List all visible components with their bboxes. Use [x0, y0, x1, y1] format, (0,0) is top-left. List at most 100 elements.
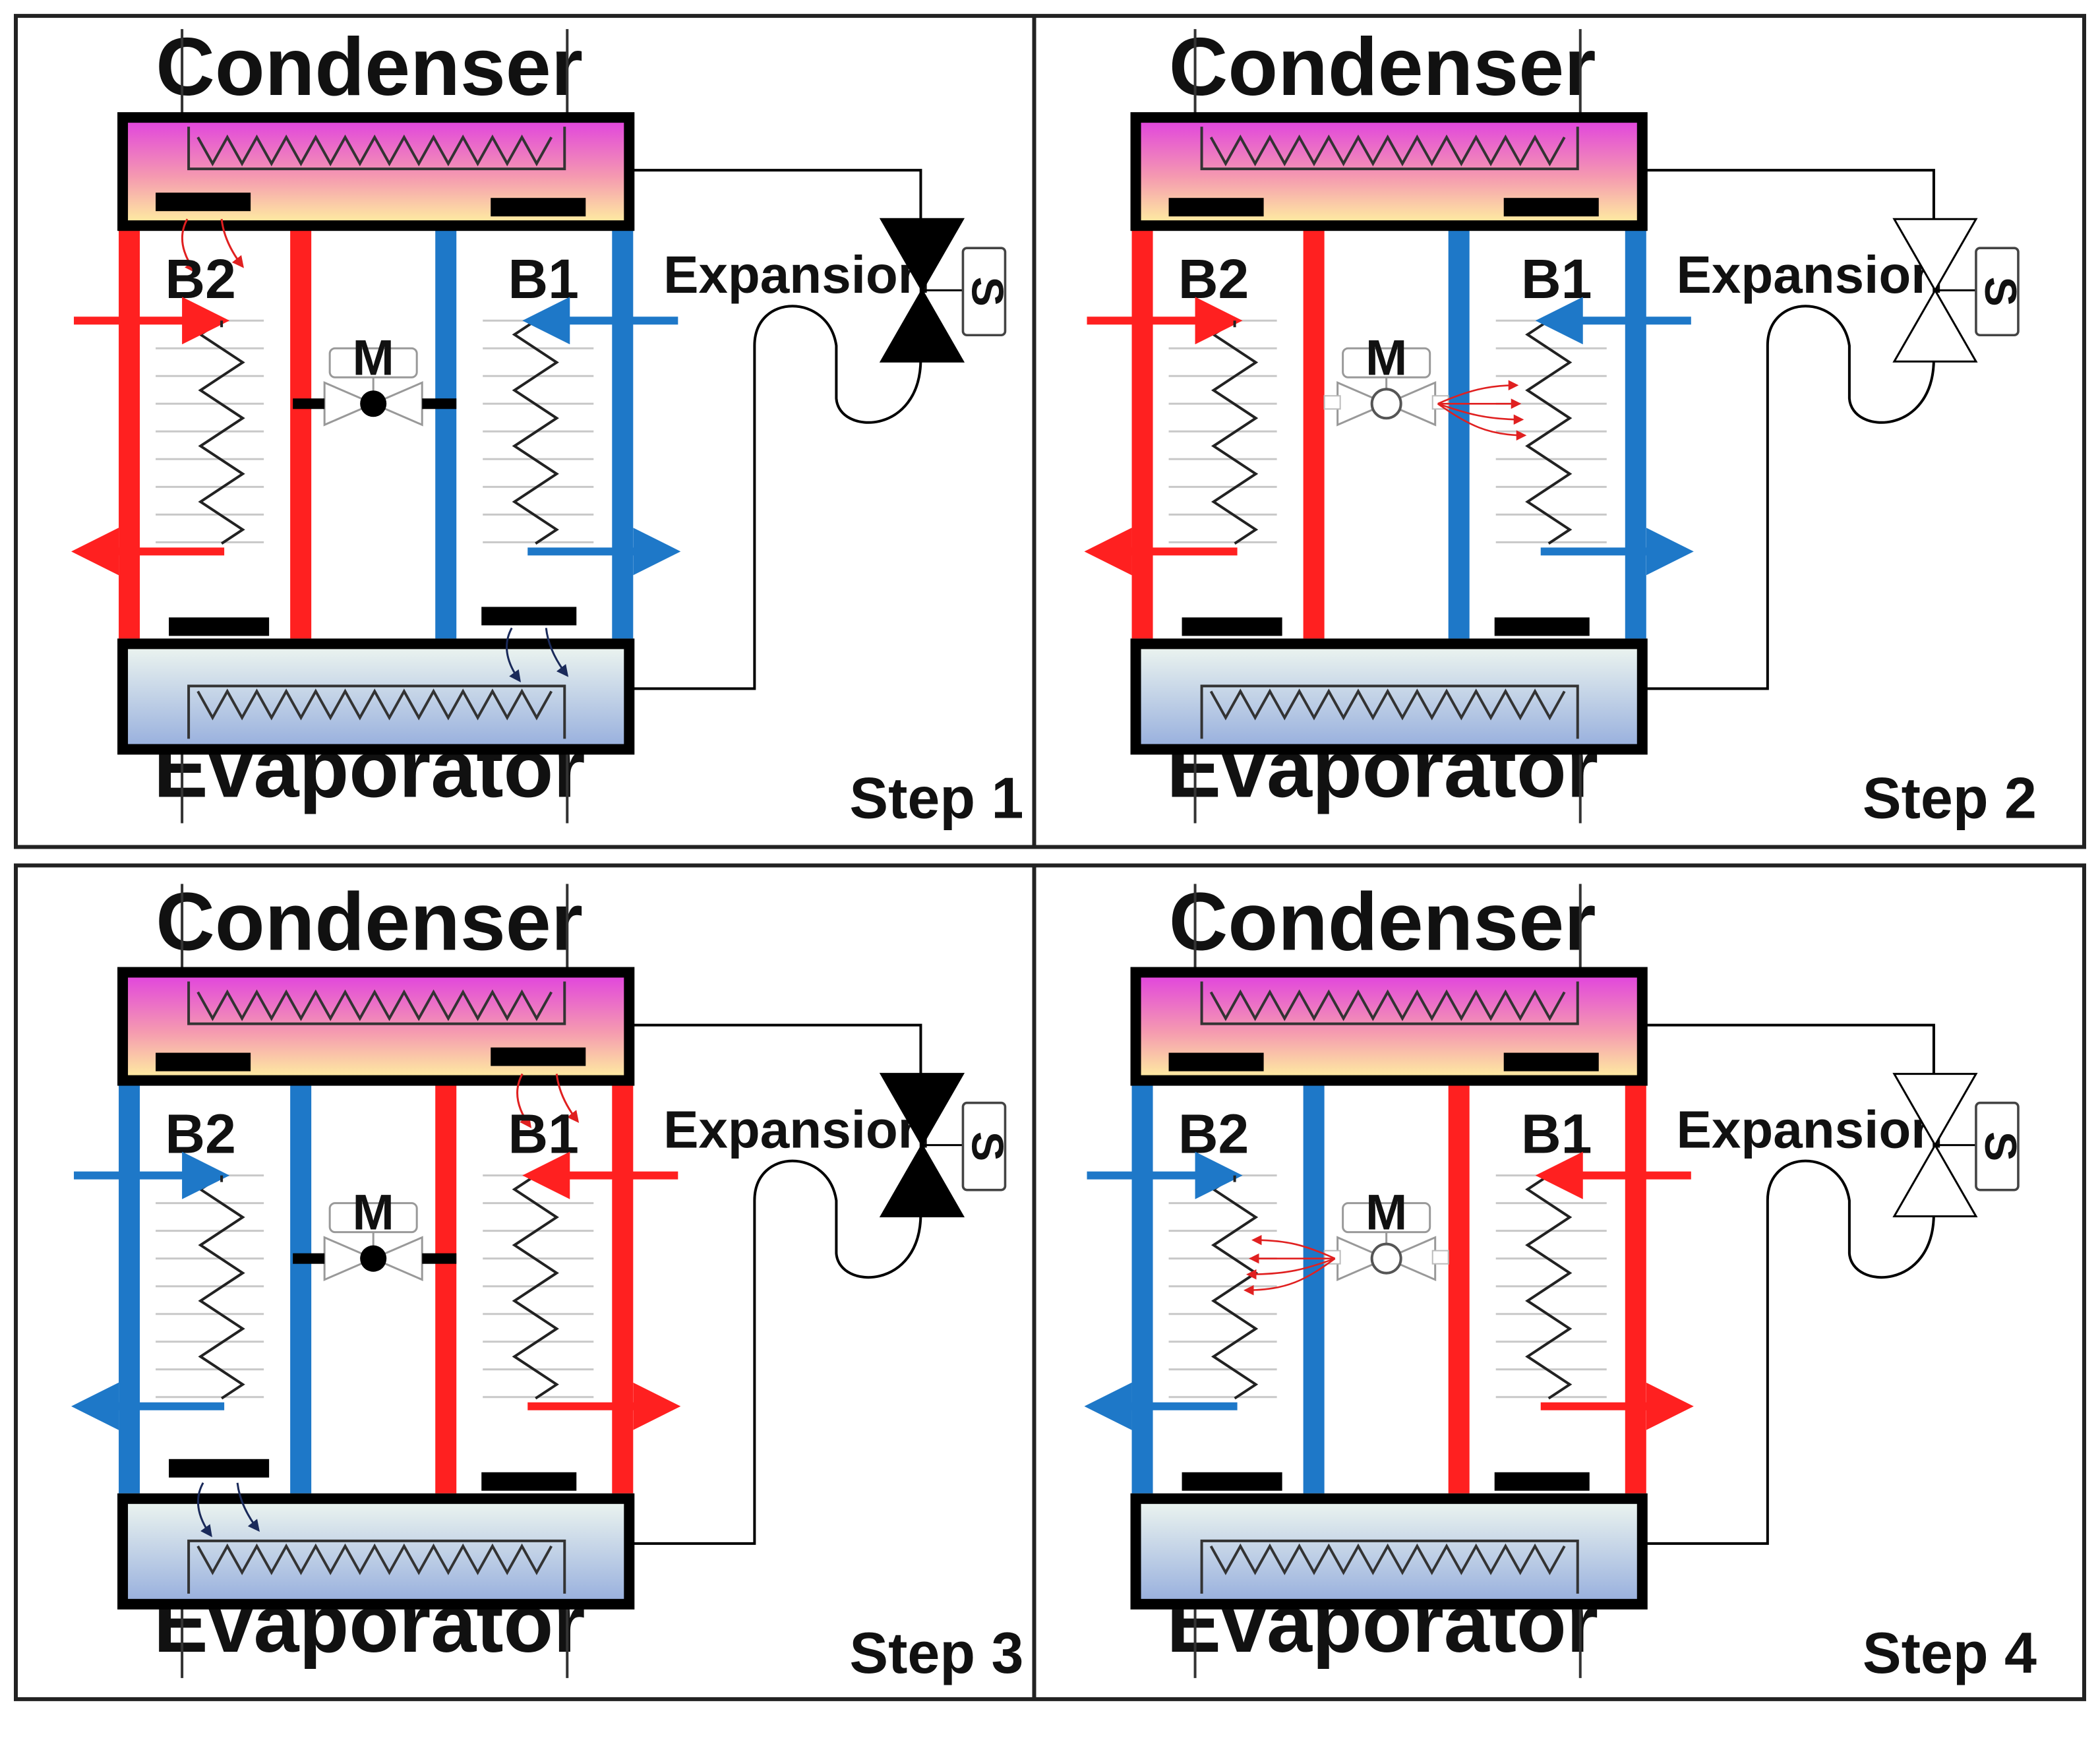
- condenser-right-gate: [1503, 1052, 1599, 1071]
- desorption-flow-line: [1245, 1257, 1336, 1280]
- condenser-coil: [196, 135, 553, 167]
- expansion-valve-upper: [879, 218, 965, 293]
- heat-flow-evaporator-left-a: [196, 1482, 212, 1538]
- motor-valve-open-indicator: [1370, 1242, 1402, 1275]
- middle-right-pipe: [1448, 227, 1470, 639]
- b1-label: B1: [1521, 1103, 1592, 1165]
- valve-port-left-open: [1323, 395, 1341, 410]
- condenser-left-gate: [156, 1052, 251, 1071]
- evaporator-coil: [1209, 1543, 1566, 1575]
- expansion-line-top: [1646, 169, 1935, 222]
- step-label: Step 1: [849, 765, 1023, 830]
- b2-outer-pipe: [1131, 1081, 1153, 1494]
- solenoid-label: S: [962, 277, 1012, 307]
- evaporator-coil-frame: [187, 1539, 566, 1594]
- expansion-label: Expansion: [663, 1101, 930, 1159]
- valve-port-right-open: [1431, 1250, 1449, 1265]
- evaporator-box: [117, 638, 635, 755]
- condenser-label: Condenser: [1169, 22, 1596, 113]
- expansion-line-top: [633, 1023, 922, 1077]
- condenser-right-gate-open: [491, 1047, 586, 1066]
- solenoid-box: [1975, 1101, 2020, 1192]
- evaporator-box: [117, 1493, 635, 1610]
- evaporator-right-gate: [481, 1472, 577, 1491]
- middle-left-pipe: [1303, 227, 1325, 639]
- step-label: Step 4: [1863, 1620, 2037, 1685]
- valve-port-left-closed: [293, 1253, 325, 1264]
- b2-label: B2: [1178, 1103, 1249, 1165]
- panel-row-top-border: [14, 14, 2086, 849]
- evaporator-right-gate: [1494, 1472, 1590, 1491]
- b2-coil: [1211, 1174, 1259, 1400]
- heat-flow-evaporator-right-a: [506, 627, 522, 682]
- middle-right-pipe: [435, 227, 457, 639]
- condenser-label: Condenser: [156, 877, 583, 968]
- evaporator-coil: [1209, 688, 1566, 721]
- solenoid-label: S: [1975, 277, 2025, 307]
- expansion-line-loop: [1646, 305, 1935, 690]
- expansion-valve-lower: [1892, 1143, 1978, 1218]
- middle-right-pipe: [435, 1081, 457, 1494]
- desorption-flow-line: [1437, 403, 1524, 425]
- valve-port-right-closed: [422, 1253, 457, 1264]
- condenser-coil: [1209, 135, 1566, 167]
- evaporator-left-gate: [169, 617, 270, 636]
- evaporator-coil: [196, 688, 553, 721]
- step-label: Step 3: [849, 1620, 1023, 1685]
- panel-row-bottom-border: [14, 863, 2086, 1701]
- motor-label: M: [1365, 1185, 1407, 1241]
- heat-flow-evaporator-right-b: [545, 628, 569, 677]
- heat-flow-condenser-left-a: [181, 218, 196, 274]
- desorption-flow-line: [1437, 380, 1519, 405]
- heat-flow-condenser-right-a: [516, 1073, 532, 1129]
- b1-outer-pipe: [612, 227, 634, 639]
- b2-label: B2: [165, 248, 235, 310]
- desorption-flow-line: [1437, 403, 1527, 441]
- evaporator-right-gate: [1494, 617, 1590, 636]
- expansion-valve-lower: [1892, 288, 1978, 363]
- motor-label: M: [353, 1185, 394, 1241]
- expansion-valve-upper: [1892, 218, 1978, 293]
- valve-port-left-closed: [293, 398, 325, 409]
- solenoid-label: S: [962, 1131, 1012, 1161]
- heat-flow-condenser-right-b: [555, 1073, 580, 1123]
- step-label: Step 2: [1863, 765, 2037, 830]
- b1-outer-pipe: [612, 1081, 634, 1494]
- middle-left-pipe: [290, 1081, 312, 1494]
- valve-port-right-closed: [422, 398, 457, 409]
- solenoid-label: S: [1975, 1131, 2025, 1161]
- b1-coil: [1525, 319, 1573, 545]
- condenser-left-gate: [1168, 1052, 1264, 1071]
- b1-coil: [512, 1174, 559, 1400]
- evaporator-coil-frame: [1200, 1539, 1579, 1594]
- b2-outer-pipe: [1131, 227, 1153, 639]
- expansion-line-top: [1646, 1023, 1935, 1077]
- evaporator-box: [1130, 1493, 1648, 1610]
- condenser-right-gate: [1503, 198, 1599, 217]
- expansion-line-loop: [633, 1159, 922, 1545]
- heat-flow-condenser-left-b: [220, 219, 244, 268]
- condenser-coil-frame: [187, 981, 566, 1025]
- evaporator-coil-frame: [187, 684, 566, 739]
- b2-outer-pipe: [119, 227, 140, 639]
- condenser-left-gate: [1168, 198, 1264, 217]
- evaporator-coil: [196, 1543, 553, 1575]
- evaporator-left-gate: [1182, 617, 1282, 636]
- b1-outer-pipe: [1625, 227, 1646, 639]
- motor-label: M: [1365, 330, 1407, 386]
- b1-coil: [1525, 1174, 1573, 1400]
- expansion-label: Expansion: [1677, 1101, 1944, 1159]
- condenser-coil-frame: [1200, 127, 1579, 171]
- motor-valve-open-indicator: [1370, 388, 1402, 420]
- b2-outer-pipe: [119, 1081, 140, 1494]
- solenoid-box: [1975, 247, 2020, 337]
- middle-right-pipe: [1448, 1081, 1470, 1494]
- evaporator-coil-frame: [1200, 684, 1579, 739]
- condenser-right-gate: [491, 198, 586, 217]
- condenser-label: Condenser: [1169, 877, 1596, 968]
